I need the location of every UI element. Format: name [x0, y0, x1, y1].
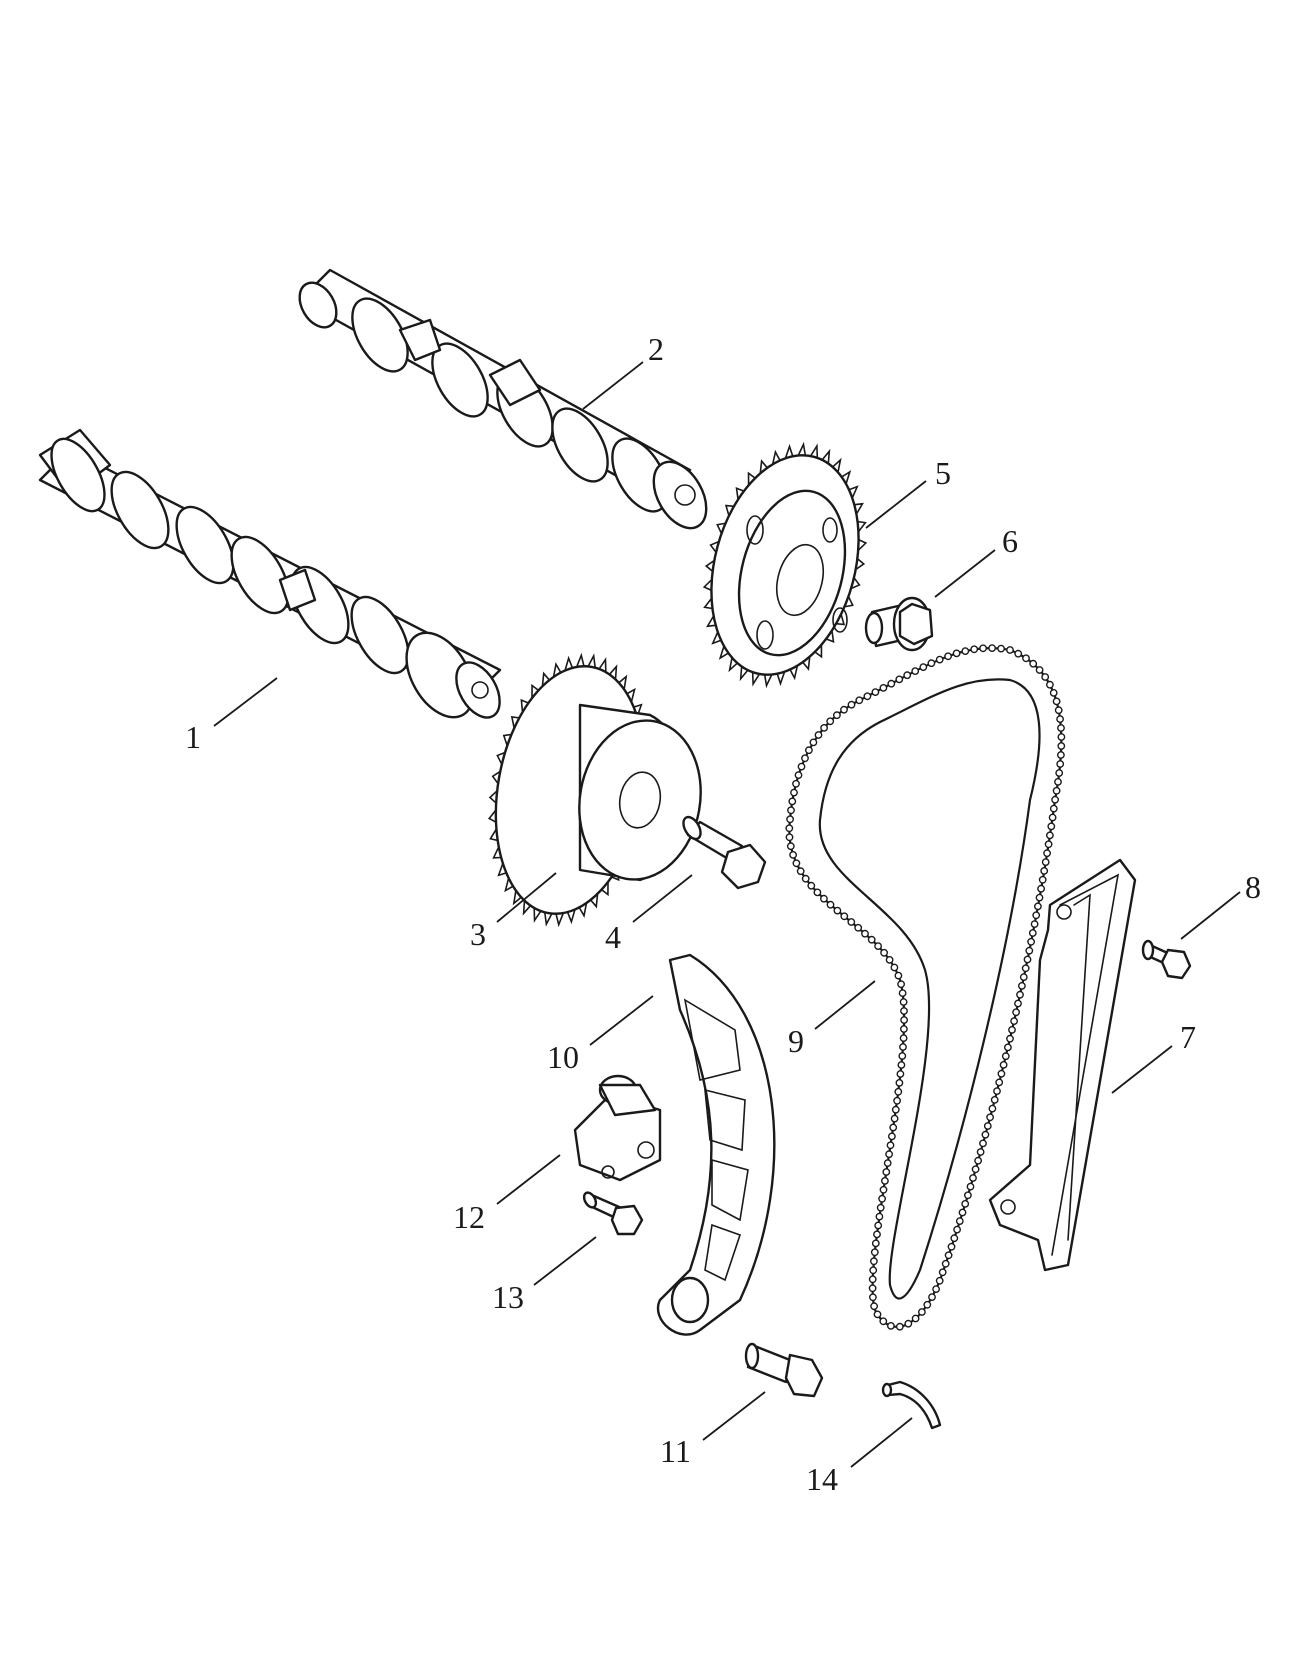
timing-chain — [785, 644, 1066, 1331]
tensioner-guide-arm — [656, 953, 776, 1336]
svg-text:4: 4 — [605, 919, 621, 955]
callout-7: 7 — [1111, 1019, 1196, 1094]
fixed-chain-guide — [988, 858, 1137, 1272]
callout-3: 3 — [470, 872, 557, 952]
callout-8: 8 — [1180, 869, 1261, 940]
callout-10: 10 — [547, 995, 654, 1075]
oil-jet — [881, 1380, 942, 1430]
callout-5: 5 — [865, 455, 951, 529]
vvt-phaser — [487, 652, 702, 928]
callouts: 1 2 3 4 5 6 7 8 — [185, 331, 1261, 1497]
callout-13: 13 — [492, 1236, 597, 1315]
svg-text:8: 8 — [1245, 869, 1261, 905]
callout-11: 11 — [660, 1391, 766, 1469]
svg-text:5: 5 — [935, 455, 951, 491]
sprocket-bolt — [864, 596, 934, 652]
phaser-bolt — [682, 815, 767, 890]
callout-2: 2 — [582, 331, 664, 410]
svg-text:14: 14 — [806, 1461, 838, 1497]
camshaft-lower — [38, 428, 502, 719]
svg-text:3: 3 — [470, 916, 486, 952]
callout-14: 14 — [806, 1417, 913, 1497]
callout-9: 9 — [788, 980, 876, 1059]
svg-text:10: 10 — [547, 1039, 579, 1075]
svg-text:7: 7 — [1180, 1019, 1196, 1055]
guide-bolt — [1141, 939, 1192, 980]
callout-6: 6 — [934, 523, 1018, 598]
camshaft-upper — [298, 268, 708, 530]
svg-text:2: 2 — [648, 331, 664, 367]
callout-12: 12 — [453, 1154, 561, 1235]
svg-text:6: 6 — [1002, 523, 1018, 559]
hydraulic-tensioner — [573, 1074, 662, 1182]
camshaft-sprocket-upper — [702, 441, 868, 689]
tensioner-bolt — [582, 1191, 644, 1236]
callout-1: 1 — [185, 677, 278, 755]
svg-text:13: 13 — [492, 1279, 524, 1315]
pivot-bolt — [744, 1342, 824, 1398]
svg-text:12: 12 — [453, 1199, 485, 1235]
svg-text:11: 11 — [660, 1433, 691, 1469]
callout-4: 4 — [605, 874, 693, 955]
svg-text:9: 9 — [788, 1023, 804, 1059]
svg-text:1: 1 — [185, 719, 201, 755]
